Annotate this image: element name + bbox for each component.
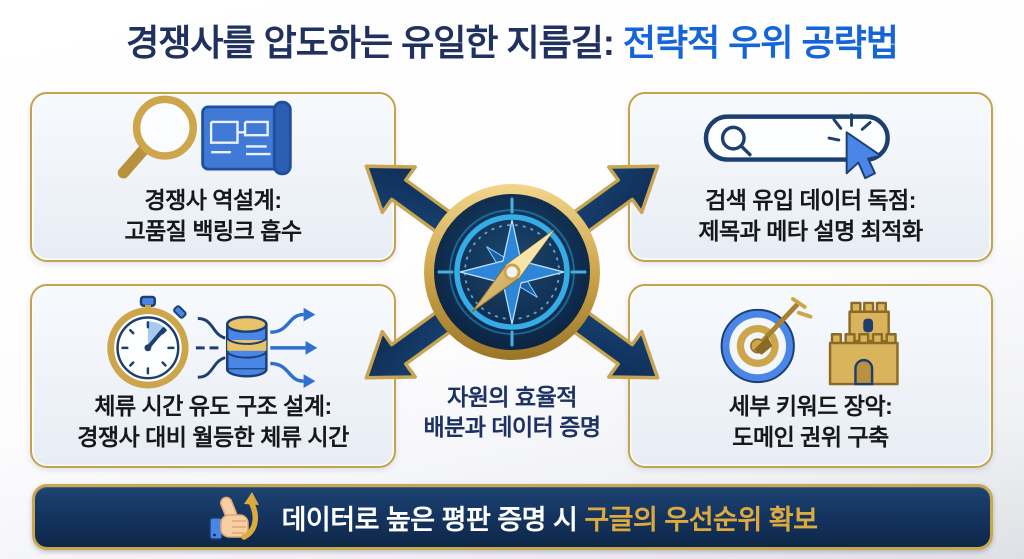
- card-competitor-reverse-engineering: 경쟁사 역설계: 고품질 백링크 흡수: [30, 92, 396, 262]
- page-title-main: 경쟁사를 압도하는 유일한 지름길:: [126, 22, 623, 63]
- page-title: 경쟁사를 압도하는 유일한 지름길: 전략적 우위 공략법: [0, 14, 1024, 66]
- radiating-arrows: [364, 164, 660, 380]
- card-line2: 경쟁사 대비 월등한 체류 시간: [77, 423, 349, 450]
- banner-text: 데이터로 높은 평판 증명 시 구글의 우선순위 확보: [282, 498, 818, 537]
- card-text: 검색 유입 데이터 독점: 제목과 메타 설명 최적화: [698, 185, 923, 246]
- card-line2: 도메인 권위 구축: [732, 423, 889, 450]
- card-search-traffic-monopoly: 검색 유입 데이터 독점: 제목과 메타 설명 최적화: [628, 92, 993, 262]
- magnifier-blueprint-icon: [114, 91, 312, 185]
- card-line1: 체류 시간 유도 구조 설계:: [94, 393, 332, 420]
- card-line1: 검색 유입 데이터 독점:: [705, 187, 916, 214]
- card-text: 체류 시간 유도 구조 설계: 경쟁사 대비 월등한 체류 시간: [77, 391, 349, 452]
- card-line2: 제목과 메타 설명 최적화: [698, 217, 923, 244]
- card-text: 경쟁사 역설계: 고품질 백링크 흡수: [124, 185, 302, 246]
- bottom-banner: 데이터로 높은 평판 증명 시 구글의 우선순위 확보: [32, 484, 993, 550]
- banner-text-white: 데이터로 높은 평판 증명 시: [281, 504, 585, 535]
- target-castle-icon: [703, 297, 918, 391]
- center-caption-line2: 배분과 데이터 증명: [423, 414, 601, 441]
- search-bar-cursor-icon: [698, 101, 923, 185]
- page-title-accent: 전략적 우위 공략법: [622, 22, 899, 63]
- card-line1: 세부 키워드 장악:: [728, 393, 893, 420]
- center-caption-line1: 자원의 효율적: [447, 384, 577, 410]
- card-dwell-time-structure: 체류 시간 유도 구조 설계: 경쟁사 대비 월등한 체류 시간: [30, 284, 396, 468]
- card-line2: 고품질 백링크 흡수: [124, 217, 302, 244]
- thumbs-up-arrow-icon: [208, 491, 266, 543]
- banner-text-gold: 구글의 우선순위 확보: [584, 504, 818, 535]
- card-long-tail-keyword-domination: 세부 키워드 장악: 도메인 권위 구축: [628, 284, 993, 468]
- card-line1: 경쟁사 역설계:: [144, 187, 282, 214]
- stopwatch-dataflow-icon: [96, 291, 331, 391]
- card-text: 세부 키워드 장악: 도메인 권위 구축: [729, 391, 893, 452]
- center-caption: 자원의 효율적 배분과 데이터 증명: [384, 382, 640, 443]
